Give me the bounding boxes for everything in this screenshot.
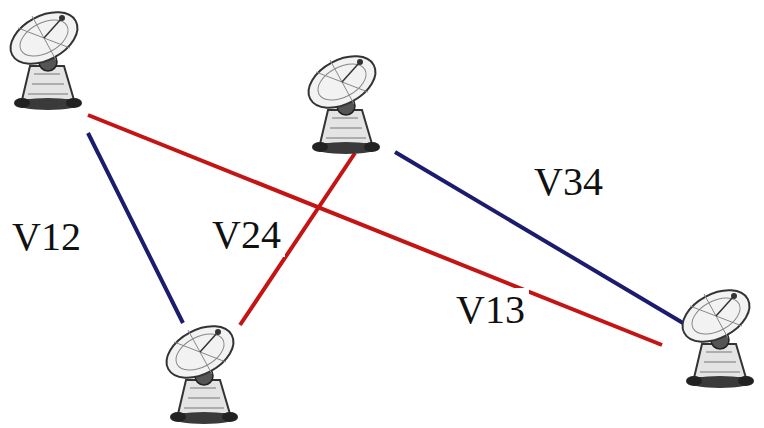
baseline-label: V13: [452, 288, 529, 332]
baseline-label: V34: [530, 160, 607, 204]
telescope-dish: [2, 2, 86, 110]
telescope-dish: [300, 46, 384, 154]
telescope-dish: [674, 280, 758, 388]
baseline-line: [88, 133, 183, 323]
baseline-label: V24: [208, 213, 285, 257]
baseline-line: [395, 152, 683, 323]
telescope-dish: [158, 316, 242, 424]
baseline-label: V12: [8, 215, 85, 259]
